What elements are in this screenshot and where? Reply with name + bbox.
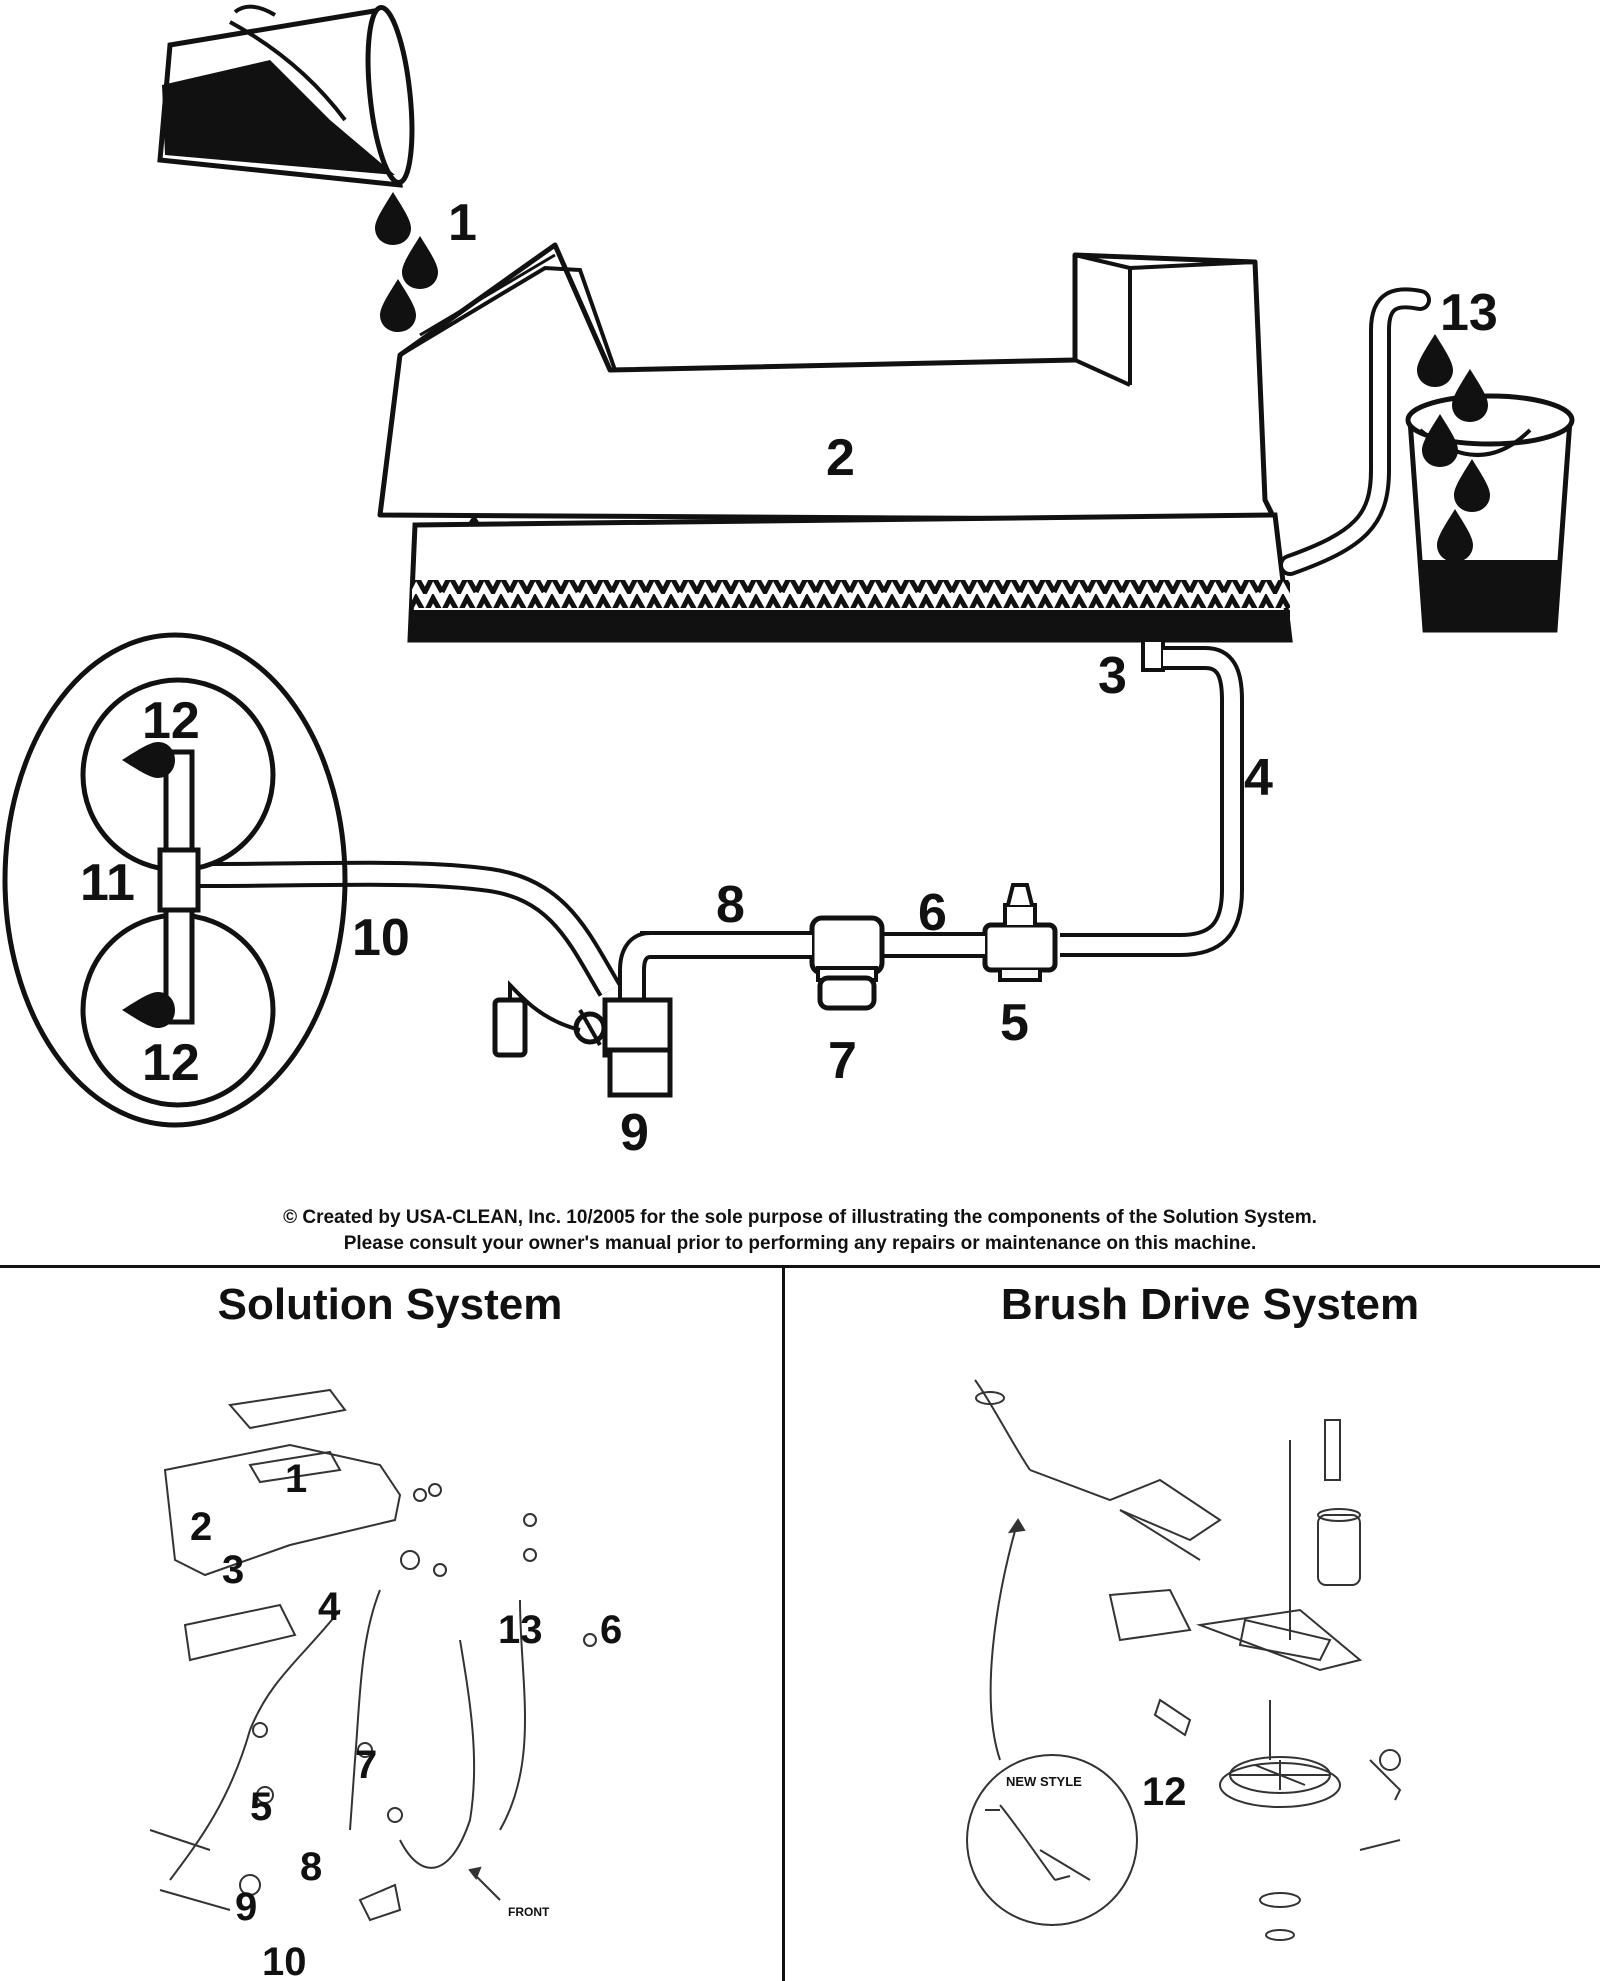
callout-2: 2 <box>826 429 855 487</box>
pouring-bucket <box>157 4 415 188</box>
callout-13: 13 <box>1440 284 1498 342</box>
solution-callout-5: 5 <box>250 1785 272 1829</box>
callout-7: 7 <box>828 1032 857 1090</box>
solution-callout-6: 6 <box>600 1608 622 1652</box>
solution-callout-10: 10 <box>262 1940 307 1981</box>
front-label: FRONT <box>508 1905 550 1919</box>
solution-valve <box>982 883 1058 982</box>
solution-callout-8: 8 <box>300 1845 322 1889</box>
solution-callouts: 1 2 3 4 13 6 7 5 8 9 10 <box>190 1457 622 1981</box>
callout-12-bottom: 12 <box>142 1034 200 1092</box>
callout-1: 1 <box>448 194 477 252</box>
callout-8: 8 <box>716 876 745 934</box>
solution-callout-4: 4 <box>318 1585 341 1629</box>
brush-callout-12: 12 <box>1142 1770 1187 1814</box>
callout-9: 9 <box>620 1104 649 1162</box>
solution-callout-7: 7 <box>355 1743 377 1787</box>
callout-3: 3 <box>1098 647 1127 705</box>
solution-callout-13: 13 <box>498 1608 543 1652</box>
horizontal-divider <box>0 1265 1600 1268</box>
new-style-label: NEW STYLE <box>1006 1774 1082 1789</box>
fitting-and-hose <box>1060 638 1244 957</box>
callout-11: 11 <box>80 854 135 912</box>
callout-10: 10 <box>352 909 410 967</box>
machine-body <box>377 242 1293 643</box>
copyright-line-1: © Created by USA-CLEAN, Inc. 10/2005 for… <box>283 1207 1317 1228</box>
recovery-hose <box>1279 287 1431 576</box>
solution-callout-9: 9 <box>235 1885 257 1929</box>
solution-pump <box>492 980 673 1098</box>
solution-exploded-view <box>149 1388 597 1922</box>
vertical-divider <box>782 1267 785 1981</box>
brush-exploded-view <box>966 1379 1402 1941</box>
solution-system-title: Solution System <box>217 1280 563 1329</box>
inline-filter <box>809 915 885 1011</box>
callout-6: 6 <box>918 884 947 942</box>
brush-assembly <box>2 632 348 1128</box>
copyright-line-2: Please consult your owner's manual prior… <box>343 1233 1257 1254</box>
recovery-bucket <box>1405 393 1575 633</box>
brush-drive-system-title: Brush Drive System <box>1000 1280 1420 1329</box>
solution-callout-1: 1 <box>285 1457 307 1501</box>
callout-4: 4 <box>1244 749 1273 807</box>
solution-callout-2: 2 <box>190 1505 212 1549</box>
callout-5: 5 <box>1000 994 1029 1052</box>
main-callouts: 1 2 3 4 5 6 7 8 9 10 11 12 12 13 <box>80 194 1498 1162</box>
callout-12-top: 12 <box>142 692 200 750</box>
solution-callout-3: 3 <box>222 1548 244 1592</box>
